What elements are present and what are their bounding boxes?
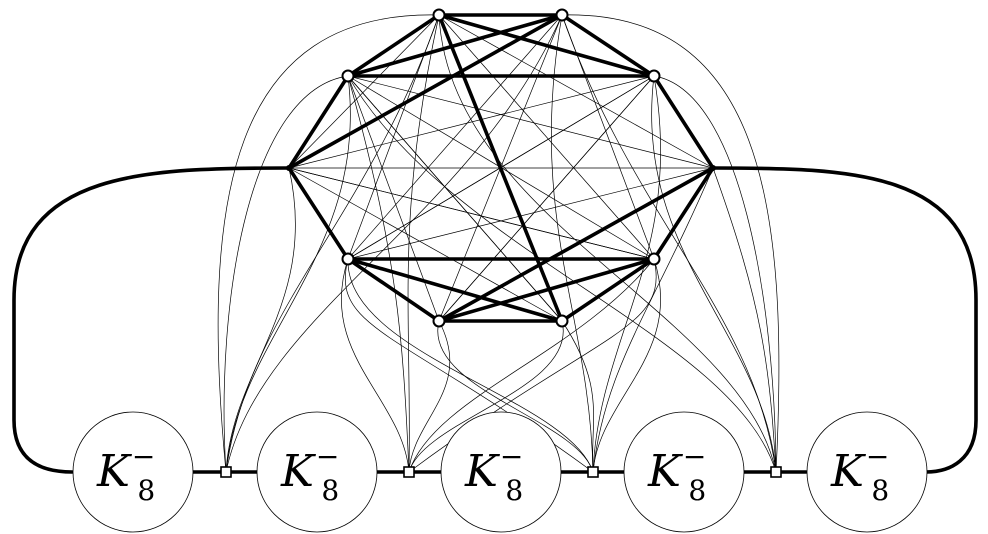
thin-curve xyxy=(225,14,563,473)
thin-curve xyxy=(550,14,594,473)
right-outer-arc xyxy=(711,166,978,474)
vertex xyxy=(647,252,661,266)
thin-outer-arc xyxy=(223,75,349,473)
thin-curve xyxy=(408,320,451,473)
vertices xyxy=(286,8,716,328)
thick-edge xyxy=(652,74,715,170)
thin-chord xyxy=(438,75,655,322)
thin-outer-arc xyxy=(217,14,440,473)
thin-curve xyxy=(225,167,296,473)
thin-chord xyxy=(288,167,655,260)
thin-chord xyxy=(347,75,440,322)
thin-chord xyxy=(288,75,655,169)
thick-edge xyxy=(346,257,441,323)
thick-edge xyxy=(560,13,656,78)
thin-chord xyxy=(438,14,714,169)
thin-curve xyxy=(347,258,594,473)
k8-minus-blob xyxy=(72,411,194,533)
thin-curve xyxy=(592,75,662,473)
thin-chord xyxy=(347,75,714,169)
thick-edge xyxy=(346,13,564,78)
left-outer-arc xyxy=(12,166,291,474)
blobs: K−8 K−8 K−8 K−8 K−8 xyxy=(72,411,928,533)
k8-minus-blob xyxy=(256,411,378,533)
thin-edges xyxy=(217,14,780,473)
connector-square xyxy=(587,466,599,478)
k8-minus-label: K−8 xyxy=(280,440,339,507)
vertex xyxy=(432,314,446,328)
thick-edges xyxy=(287,13,715,323)
thin-curve xyxy=(437,320,594,473)
k8-minus-blob xyxy=(440,411,562,533)
connector-square xyxy=(220,466,232,478)
thin-curve xyxy=(341,258,410,473)
thin-chord xyxy=(347,75,563,322)
connector-square xyxy=(770,466,782,478)
thick-edge xyxy=(437,257,656,323)
k8-minus-label: K−8 xyxy=(647,440,706,507)
thick-edge xyxy=(287,166,350,261)
thin-curve xyxy=(651,75,777,473)
thick-edge xyxy=(437,166,715,323)
thin-curve xyxy=(592,258,661,473)
thin-curve xyxy=(561,14,777,473)
vertex xyxy=(432,8,446,22)
thin-curve xyxy=(561,320,594,473)
thin-curve xyxy=(225,75,351,473)
thick-edge xyxy=(437,13,564,323)
thick-edge xyxy=(652,166,715,261)
k8-minus-blob xyxy=(623,411,745,533)
connector-square xyxy=(403,466,415,478)
thick-edge xyxy=(287,74,350,170)
thin-outer-arc xyxy=(653,75,777,473)
thin-curve xyxy=(712,167,777,473)
thin-curve xyxy=(408,258,655,473)
vertex xyxy=(341,69,355,83)
junction-vertex xyxy=(286,165,292,171)
outer-arcs xyxy=(12,166,978,474)
thick-edge xyxy=(346,13,441,78)
thin-chord xyxy=(347,14,563,260)
thick-edge xyxy=(437,13,656,78)
connector-squares xyxy=(220,466,782,478)
vertex xyxy=(341,252,355,266)
thin-curve xyxy=(225,14,440,473)
thin-outer-arc xyxy=(561,14,780,473)
vertex xyxy=(555,314,569,328)
thin-curve xyxy=(592,167,714,473)
thick-edge xyxy=(346,257,564,323)
k8-minus-label: K−8 xyxy=(830,440,889,507)
vertex xyxy=(647,69,661,83)
k8-minus-label: K−8 xyxy=(464,440,523,507)
thin-curve xyxy=(347,75,777,473)
thin-chord xyxy=(288,14,440,169)
k8-minus-label: K−8 xyxy=(96,440,155,507)
thick-edge xyxy=(287,13,564,170)
k8-minus-blob xyxy=(806,411,928,533)
thin-chord xyxy=(438,14,655,260)
thin-curve xyxy=(408,320,564,473)
vertex xyxy=(555,8,569,22)
thin-chord xyxy=(288,167,563,322)
thick-edge xyxy=(560,257,656,323)
junction-vertex xyxy=(710,165,716,171)
